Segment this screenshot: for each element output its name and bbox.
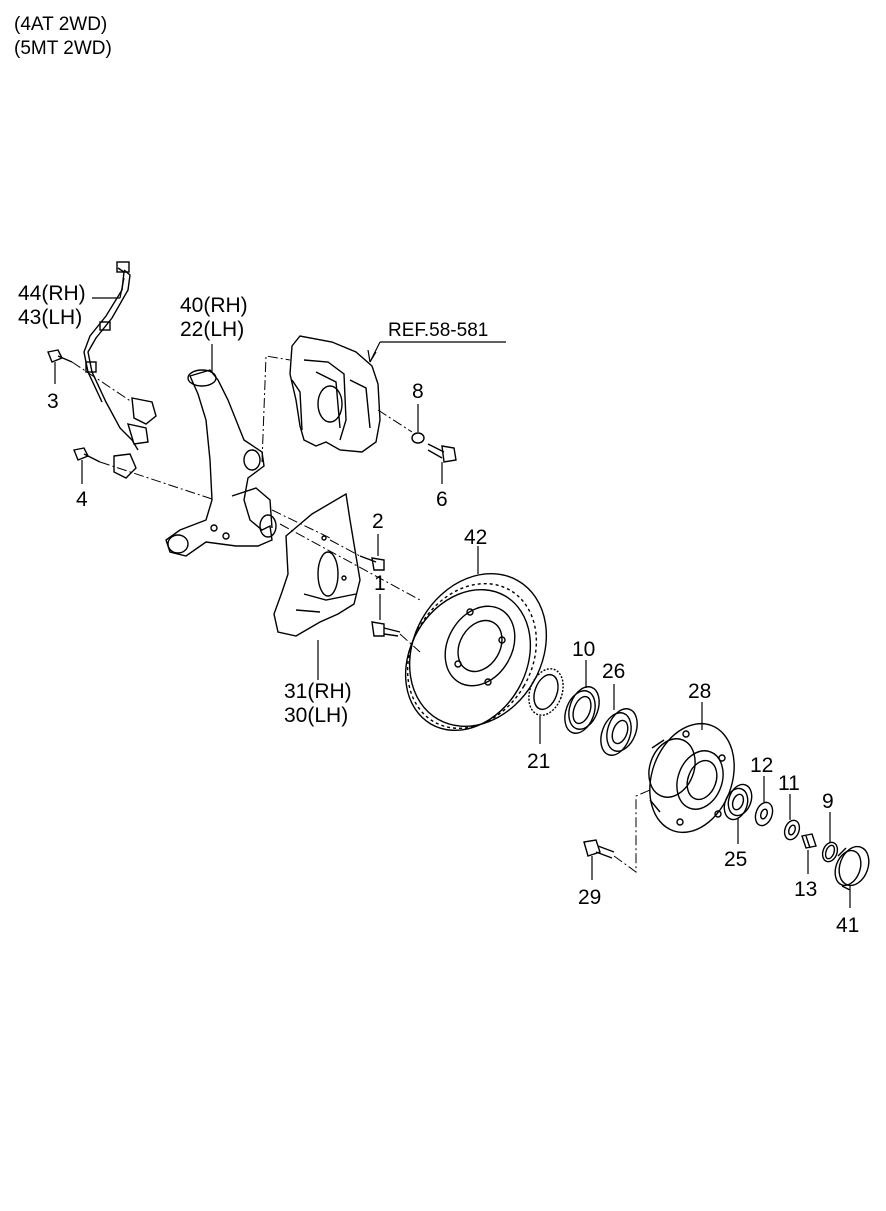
bolt-4[interactable] [73, 447, 101, 463]
abs-tone-ring[interactable] [523, 664, 569, 720]
label-40: 40(RH) [180, 294, 248, 317]
model-variant-4at: (4AT 2WD) [14, 14, 108, 35]
label-22: 22(LH) [180, 318, 244, 341]
label-6: 6 [436, 488, 448, 511]
assembly-line-spindle [279, 523, 421, 601]
assembly-line-dust-cover [271, 509, 331, 539]
wheel-hub[interactable] [635, 712, 748, 845]
label-12: 12 [750, 754, 773, 777]
label-29: 29 [578, 886, 601, 909]
bolt-1[interactable] [371, 621, 401, 637]
label-43: 43(LH) [18, 306, 82, 329]
bolt-2[interactable] [359, 555, 385, 571]
label-8: 8 [412, 380, 424, 403]
assembly-line-caliper-bolt [377, 409, 413, 433]
hub-bolt[interactable] [583, 839, 615, 859]
label-1: 1 [374, 572, 386, 595]
washer-12[interactable] [752, 800, 775, 828]
label-2: 2 [372, 510, 384, 533]
lock-cap-13[interactable] [801, 833, 817, 849]
brake-disc[interactable] [381, 549, 574, 753]
label-28: 28 [688, 680, 711, 703]
label-26: 26 [602, 660, 625, 683]
bolt-3[interactable] [47, 349, 73, 363]
label-13: 13 [794, 878, 817, 901]
label-25: 25 [724, 848, 747, 871]
leader-ref-arrow [367, 349, 377, 363]
label-30: 30(LH) [284, 704, 348, 727]
wheel-speed-sensor-cable[interactable] [83, 261, 157, 479]
label-9: 9 [822, 790, 834, 813]
leader-44-43-tip [119, 277, 125, 299]
label-4: 4 [76, 488, 88, 511]
brake-caliper-assembly[interactable] [289, 335, 381, 453]
label-41: 41 [836, 914, 859, 937]
label-42: 42 [464, 526, 487, 549]
assembly-line-2 [329, 539, 361, 557]
label-3: 3 [47, 390, 59, 413]
model-variant-5mt: (5MT 2WD) [14, 38, 112, 59]
assembly-line-caliper [261, 355, 291, 463]
steering-knuckle[interactable] [165, 369, 277, 557]
hub-cap[interactable] [831, 842, 874, 891]
label-11: 11 [778, 772, 800, 795]
assembly-line-4 [99, 461, 216, 501]
nut-11[interactable] [782, 818, 802, 842]
label-44: 44(RH) [18, 282, 86, 305]
assembly-line-29 [613, 789, 651, 873]
label-10: 10 [572, 638, 595, 661]
label-31: 31(RH) [284, 680, 352, 703]
assembly-line-1 [399, 633, 421, 653]
outer-bearing[interactable] [720, 781, 756, 823]
inner-bearing[interactable] [595, 705, 642, 760]
bolt-6[interactable] [427, 443, 457, 463]
washer-8[interactable] [411, 432, 425, 444]
assembly-line-3 [71, 361, 133, 403]
o-ring-9[interactable] [820, 840, 840, 864]
label-21: 21 [527, 750, 550, 773]
label-ref: REF.58-581 [388, 320, 488, 341]
dust-cover[interactable] [273, 492, 361, 637]
oil-seal[interactable] [559, 683, 604, 738]
